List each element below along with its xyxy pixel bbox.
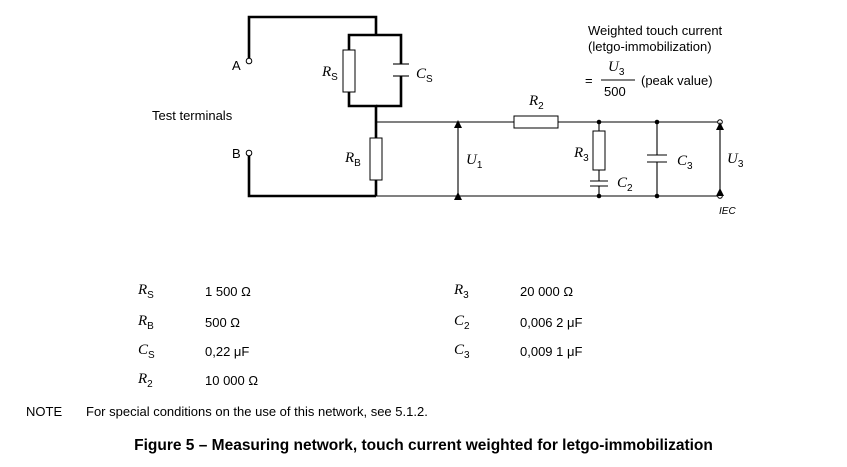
r3-label: R3 [573, 145, 589, 164]
r2-value: 10 000 Ω [205, 373, 259, 388]
terminal-a-label: A [232, 58, 241, 73]
r3-value: 20 000 Ω [520, 284, 574, 299]
rb-value: 500 Ω [205, 315, 241, 330]
formula-equals: = [585, 73, 593, 88]
rb-symbol: RB [138, 313, 154, 332]
terminal-b-label: B [232, 146, 241, 161]
cs-label: CS [416, 66, 433, 85]
test-terminals-label: Test terminals [152, 108, 233, 123]
c3-symbol: C3 [454, 342, 470, 361]
peak-value-label: (peak value) [641, 73, 713, 88]
output-terminal-bottom [717, 193, 723, 199]
c2-symbol: C2 [454, 313, 470, 332]
network-wires [376, 121, 720, 197]
weighted-title-line2: (letgo-immobilization) [588, 39, 712, 54]
cs-capacitor [393, 63, 409, 77]
fraction-denominator: 500 [604, 84, 626, 99]
iec-mark: IEC [719, 206, 736, 217]
circuit-diagram: A B Test terminals RS CS RB U1 R2 [152, 15, 744, 217]
c3-value: 0,009 1 μF [520, 344, 583, 359]
note-label: NOTE [26, 404, 63, 419]
note: NOTE For special conditions on the use of… [26, 404, 428, 419]
rs-symbol: RS [138, 282, 154, 301]
rs-label: RS [321, 64, 338, 83]
c2-value: 0,006 2 μF [520, 315, 583, 330]
junction-dots [596, 119, 660, 199]
r2-symbol: R2 [138, 371, 153, 390]
terminal-b-circle [245, 149, 253, 157]
output-terminal-top [717, 119, 723, 125]
probe-wires [247, 15, 403, 198]
rs-resistor [342, 49, 356, 93]
c3-label: C3 [677, 153, 693, 172]
r2-resistor [513, 115, 559, 129]
r3-symbol: R3 [454, 282, 469, 301]
figure-caption: Figure 5 – Measuring network, touch curr… [134, 437, 713, 454]
r2-label: R2 [528, 93, 544, 112]
cs-value: 0,22 μF [205, 344, 250, 359]
fraction-numerator: U3 [608, 59, 625, 78]
rs-value: 1 500 Ω [205, 284, 251, 299]
u3-label: U3 [727, 151, 744, 170]
u1-label: U1 [466, 152, 483, 171]
note-text: For special conditions on the use of thi… [86, 404, 428, 419]
weighted-title-line1: Weighted touch current [588, 23, 723, 38]
c2-capacitor [590, 180, 608, 187]
rb-label: RB [344, 150, 361, 169]
rb-resistor [369, 137, 383, 181]
c2-label: C2 [617, 175, 633, 194]
terminal-a-circle [245, 57, 253, 65]
c3-capacitor [647, 154, 667, 163]
r3-resistor [592, 130, 606, 171]
cs-symbol: CS [138, 342, 155, 361]
